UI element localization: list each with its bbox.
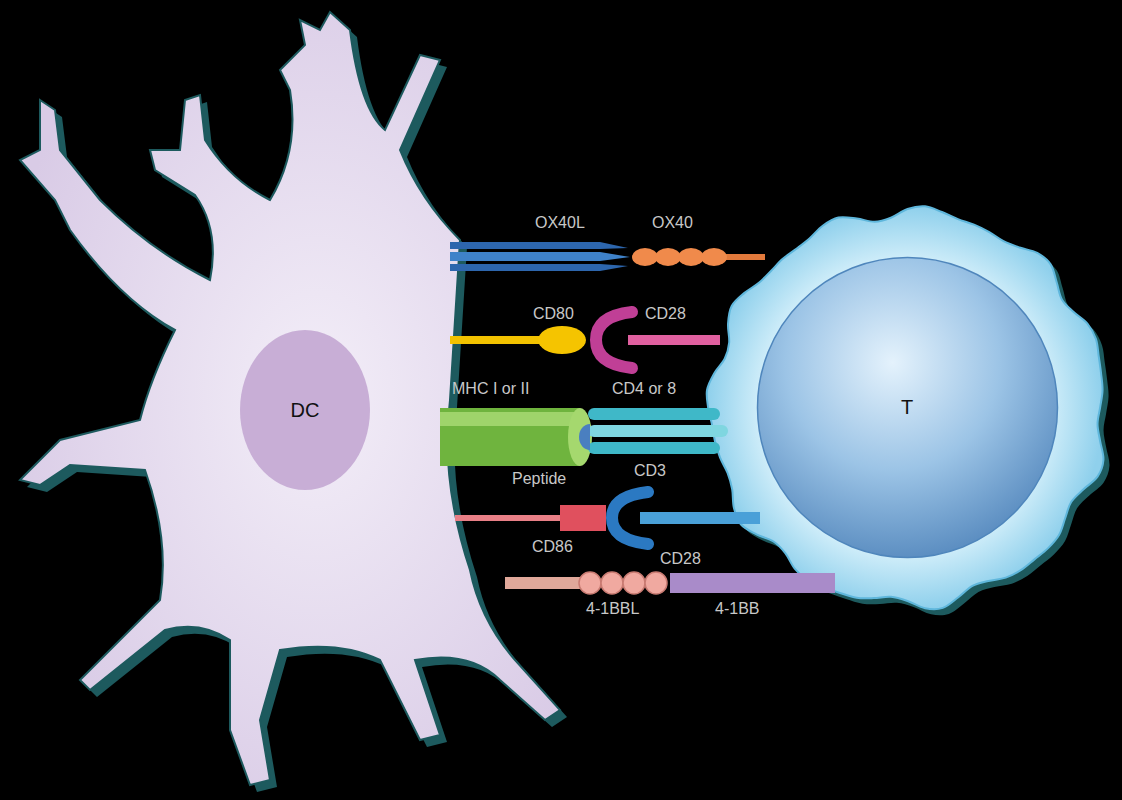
cell-label: DC bbox=[291, 399, 320, 422]
cell-membrane bbox=[20, 12, 560, 785]
molecule-label: CD80 bbox=[533, 305, 574, 322]
dendritic-cell: DC bbox=[0, 0, 600, 800]
molecule-label: OX40L bbox=[535, 214, 585, 231]
cell-membrane bbox=[707, 206, 1104, 609]
molecule-label: OX40 bbox=[652, 214, 693, 231]
mhc-molecule bbox=[440, 408, 592, 466]
molecule-label: 4-1BB bbox=[715, 600, 759, 617]
molecule-label: CD28 bbox=[660, 550, 701, 567]
molecule-label: MHC I or II bbox=[452, 380, 529, 397]
cd28-receptor bbox=[612, 492, 760, 544]
molecule-label: CD28 bbox=[645, 305, 686, 322]
tcr-cd3-complex bbox=[588, 408, 728, 454]
nucleus bbox=[758, 258, 1058, 558]
cd80-molecule bbox=[450, 326, 586, 354]
molecule-label: 4-1BBL bbox=[586, 600, 639, 617]
molecule-label: CD3 bbox=[634, 462, 666, 479]
peptide bbox=[579, 424, 590, 450]
4-1bbl-molecule bbox=[505, 572, 667, 594]
ox40-molecule bbox=[632, 248, 765, 266]
nucleus bbox=[240, 330, 370, 490]
molecule-label: CD86 bbox=[532, 538, 573, 555]
molecule-label: Peptide bbox=[512, 470, 566, 487]
ox40l-molecule bbox=[450, 242, 630, 271]
molecule-label: CD4 or 8 bbox=[612, 380, 676, 397]
4-1bb-receptor bbox=[670, 573, 835, 593]
cd86-molecule bbox=[455, 505, 606, 531]
cell-label: T bbox=[901, 396, 913, 419]
